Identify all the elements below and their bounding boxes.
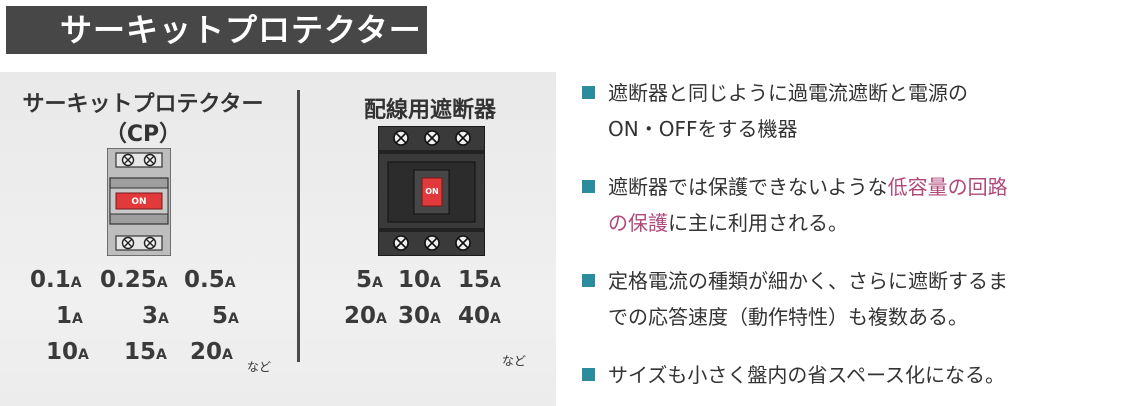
ratings-row: 0.1A 0.25A 0.5A [24, 262, 274, 298]
list-item-text: 定格電流の種類が細かく、さらに遮断するま [608, 269, 1008, 293]
etc-note: など [502, 354, 527, 368]
square-bullet-icon [582, 274, 595, 287]
rating-value: 30A [398, 303, 441, 329]
rating-value: 20A [190, 339, 233, 365]
square-bullet-icon [582, 180, 595, 193]
ratings-row: 1A 3A 5A [24, 298, 274, 334]
mccb-image [378, 126, 485, 256]
circuit-protector-abbr: （CP） [104, 122, 182, 147]
page-title: サーキットプロテクター [6, 6, 427, 54]
list-item-text: 遮断器と同じように過電流遮断と電源の [608, 81, 968, 105]
rating-value: 15A [124, 339, 167, 365]
circuit-protector-ratings: 0.1A 0.25A 0.5A 1A 3A 5A 10A 15A 20A [24, 262, 274, 370]
rating-value: 0.5A [184, 267, 236, 293]
switch-label: ON [425, 187, 439, 196]
ratings-row: 5A 10A 15A [340, 262, 540, 298]
mccb-title: 配線用遮断器 [363, 98, 496, 123]
rating-value: 10A [46, 339, 89, 365]
rating-value: 1A [56, 303, 83, 329]
list-item-text: の保護に主に利用される。 [608, 211, 848, 235]
square-bullet-icon [582, 86, 595, 99]
switch-label: ON [131, 197, 147, 207]
terminal-screw-icon [121, 153, 157, 167]
rating-value: 40A [458, 303, 501, 329]
mccb-ratings: 5A 10A 15A 20A 30A 40A [340, 262, 540, 334]
rating-value: 3A [142, 303, 169, 329]
rating-value: 15A [458, 267, 501, 293]
rating-value: 0.1A [30, 267, 82, 293]
device-comparison-panel: サーキットプロテクター （CP） ON 0.1A 0.25A 0.5A 1A 3… [0, 72, 556, 406]
etc-note: など [247, 360, 272, 374]
circuit-protector-title: サーキットプロテクター [22, 92, 264, 117]
rating-value: 5A [212, 303, 239, 329]
list-item-text: ON・OFFをする機器 [608, 117, 798, 141]
rating-value: 10A [398, 267, 441, 293]
list-item-text: サイズも小さく盤内の省スペース化になる。 [608, 363, 1005, 387]
divider [297, 90, 300, 362]
rating-value: 0.25A [100, 267, 168, 293]
ratings-row: 20A 30A 40A [340, 298, 540, 334]
rating-value: 20A [344, 303, 387, 329]
ratings-row: 10A 15A 20A [24, 334, 274, 370]
list-item-text: 遮断器では保護できないような低容量の回路 [608, 175, 1008, 199]
circuit-protector-image [107, 148, 171, 256]
rating-value: 5A [356, 267, 383, 293]
list-item-text: での応答速度（動作特性）も複数ある。 [608, 305, 968, 329]
square-bullet-icon [582, 368, 595, 381]
